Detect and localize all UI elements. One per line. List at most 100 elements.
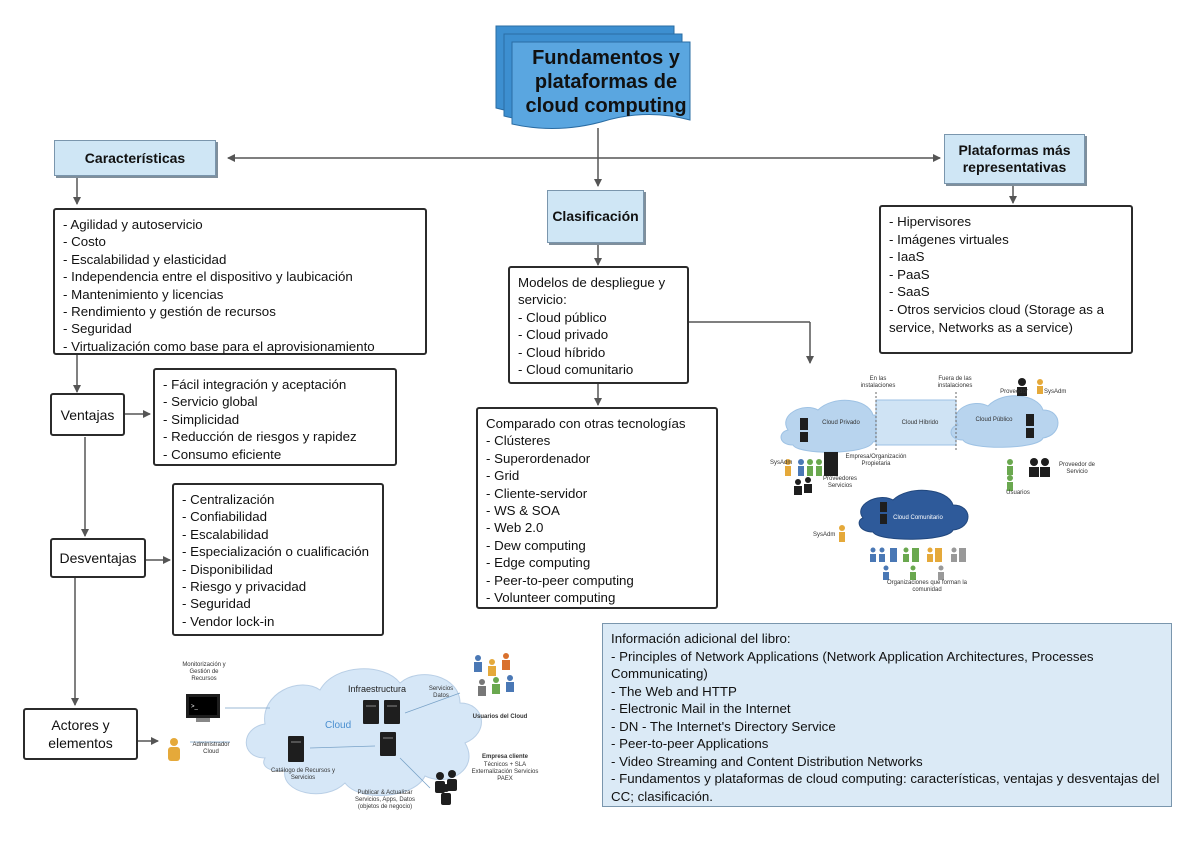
list-item: - DN - The Internet's Directory Service — [611, 718, 836, 734]
list-item: - Vendor lock-in — [182, 613, 275, 629]
actors-diagram: Infraestructura Cloud >_ — [168, 653, 514, 805]
list-item: Información adicional del libro: — [611, 631, 791, 646]
svg-text:Infraestructura: Infraestructura — [348, 684, 406, 694]
list-item: - Centralización — [182, 492, 275, 507]
en-instalaciones-label: En las instalaciones — [860, 376, 896, 389]
monitor-label: Monitorización y Gestión de Recursos — [182, 662, 226, 682]
cloud-privado-label: Cloud Privado — [822, 420, 860, 426]
list-item: - Cliente-servidor — [486, 485, 588, 501]
desventajas-list: - Centralización - Confiabilidad- Escalab… — [182, 491, 374, 630]
clasificacion-header: Clasificación — [547, 190, 644, 243]
plataformas-box: - Hipervisores - Imágenes virtuales - IaaS… — [879, 205, 1133, 354]
svg-text:>_: >_ — [191, 704, 199, 710]
comparado-list: Comparado con otras tecnologías - Clúster… — [486, 415, 708, 606]
empresa-org-label: Empresa/Organización Propietaria — [845, 454, 907, 467]
proveedor-servicio-label: Proveedor de Servicio — [1058, 462, 1096, 475]
list-item: Comparado con otras tecnologías — [486, 416, 686, 431]
caracteristicas-list: - Agilidad y autoservicio- Costo- Escala… — [63, 216, 417, 355]
comparado-box: Comparado con otras tecnologías - Clúster… — [476, 407, 718, 609]
list-item: - Hipervisores — [889, 214, 972, 229]
list-item: - Cloud comunitario — [518, 362, 634, 378]
usuarios-label: Usuarios — [1006, 490, 1030, 496]
list-item: - Independencia entre el dispositivo y l… — [63, 269, 353, 285]
plataformas-header: Plataformas más representativas — [944, 134, 1085, 184]
list-item: - Cloud público — [518, 309, 607, 325]
empresa-cliente-sub: Técnicos + SLA Externalización Servicios… — [471, 762, 539, 782]
proveedores-servicios-label: Proveedores Servicios — [822, 476, 858, 489]
publish-label: Publicar & Actualizar Servicios, Apps, D… — [354, 790, 416, 810]
list-item: - Grid — [486, 468, 520, 484]
ventajas-box: - Fácil integración y aceptación - Servic… — [153, 368, 397, 466]
list-item: servicio: — [518, 292, 567, 308]
list-item: - Riesgo y privacidad — [182, 579, 307, 595]
list-item: - Escalabilidad y elasticidad — [63, 251, 227, 267]
desventajas-box: - Centralización - Confiabilidad- Escalab… — [172, 483, 384, 636]
list-item: - Volunteer computing — [486, 590, 616, 606]
list-item: - Electronic Mail in the Internet — [611, 701, 791, 716]
list-item: - SaaS — [889, 284, 930, 300]
cloud-publico-label: Cloud Público — [975, 417, 1013, 423]
list-item: - Cloud privado — [518, 327, 609, 343]
sysadm-label-bottom: SysAdm — [813, 532, 836, 538]
list-item: - Fácil integración y aceptación — [163, 377, 347, 392]
list-item: - Video Streaming and Content Distributi… — [611, 753, 923, 769]
servicios-datos-label: Servicios Datos — [428, 686, 454, 699]
list-item: - Reducción de riesgos y rapidez — [163, 429, 357, 445]
desventajas-label: Desventajas — [50, 538, 146, 578]
list-item: - Dew computing — [486, 537, 586, 553]
caracteristicas-header: Características — [54, 140, 216, 176]
caracteristicas-box: - Agilidad y autoservicio- Costo- Escala… — [53, 208, 427, 355]
list-item: - Simplicidad — [163, 411, 240, 427]
ventajas-list: - Fácil integración y aceptación - Servic… — [163, 376, 387, 463]
admin-label: Administrador Cloud — [192, 742, 230, 755]
info-box: Información adicional del libro: - Princi… — [602, 623, 1172, 807]
list-item: - Mantenimiento y licencias — [63, 286, 224, 302]
svg-text:Cloud: Cloud — [325, 720, 351, 731]
list-item: - Servicio global — [163, 394, 258, 410]
list-item: - Escalabilidad — [182, 526, 269, 542]
usuarios-cloud-label: Usuarios del Cloud — [472, 714, 528, 720]
cloud-hibrido-label: Cloud Híbrido — [901, 420, 939, 426]
fuera-instalaciones-label: Fuera de las instalaciones — [937, 376, 973, 389]
list-item: - Costo — [63, 234, 106, 250]
list-item: - Disponibilidad — [182, 561, 273, 577]
sysadm-label-left: SysAdm — [770, 460, 793, 466]
cloud-comunitario-label: Cloud Comunitario — [893, 515, 943, 521]
title-document-stack — [495, 25, 691, 129]
list-item: - Peer-to-peer Applications — [611, 736, 769, 751]
list-item: - WS & SOA — [486, 503, 560, 519]
info-list: Información adicional del libro: - Princi… — [611, 630, 1163, 805]
list-item: - PaaS — [889, 266, 930, 282]
plataformas-list: - Hipervisores - Imágenes virtuales - IaaS… — [889, 213, 1123, 336]
list-item: - The Web and HTTP — [611, 683, 737, 699]
list-item: - Consumo eficiente — [163, 446, 282, 462]
list-item: - Peer-to-peer computing — [486, 572, 634, 588]
list-item: - IaaS — [889, 249, 925, 265]
list-item: - Imágenes virtuales — [889, 231, 1009, 247]
list-item: - Especialización o cualificación — [182, 544, 369, 560]
organizaciones-label: Organizaciones que forman la comunidad — [886, 580, 968, 593]
main-title: Fundamentos y plataformas de cloud compu… — [525, 47, 687, 117]
list-item: - Superordenador — [486, 450, 591, 466]
list-item: - Rendimiento y gestión de recursos — [63, 304, 276, 320]
list-item: - Edge computing — [486, 555, 591, 571]
actores-label: Actores y elementos — [23, 708, 138, 760]
list-item: Modelos de despliegue y — [518, 275, 666, 290]
catalog-label: Catálogo de Recursos y Servicios — [270, 768, 336, 781]
list-item: - Confiabilidad — [182, 509, 268, 525]
list-item: - Cloud híbrido — [518, 344, 606, 360]
list-item: - Fundamentos y plataformas de cloud com… — [611, 771, 1160, 804]
list-item: - Seguridad — [182, 596, 251, 612]
proveedor-label: Proveedor — [1000, 389, 1028, 395]
empresa-cliente-label: Empresa cliente — [481, 754, 529, 760]
ventajas-label: Ventajas — [50, 393, 125, 436]
list-item: - Virtualización como base para el aprov… — [63, 338, 375, 354]
list-item: - Clústeres — [486, 433, 551, 449]
deployment-diagram — [780, 378, 1059, 580]
list-item: - Seguridad — [63, 321, 132, 337]
sysadm-label-top: SysAdm — [1044, 389, 1067, 395]
list-item: - Principles of Network Applications (Ne… — [611, 648, 1094, 682]
